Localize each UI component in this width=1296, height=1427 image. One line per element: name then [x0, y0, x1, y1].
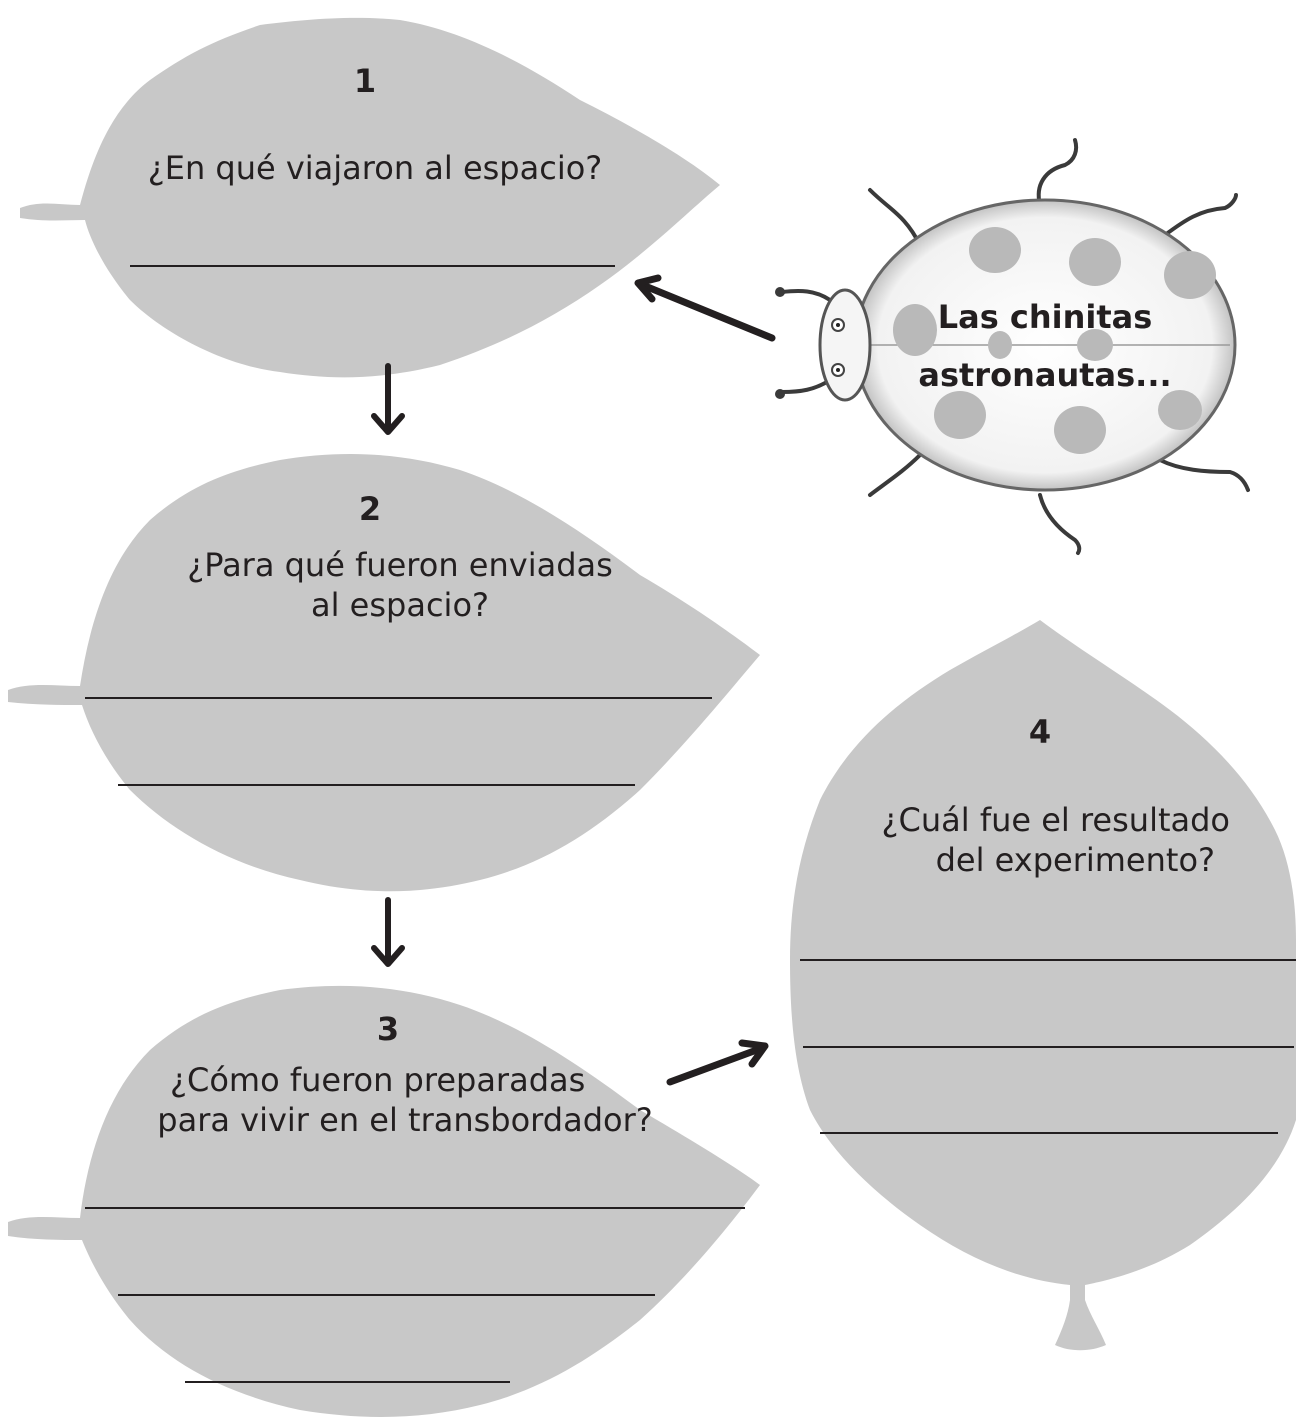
leaf-3-question-line-2: para vivir en el transbordador?: [157, 1101, 653, 1139]
leaf-2-question-line-1: ¿Para qué fueron enviadas: [187, 546, 613, 584]
leaf-1-question: ¿En qué viajaron al espacio?: [130, 148, 620, 188]
leaf-2-number: 2: [358, 490, 382, 528]
leaf-3-question-line-1: ¿Cómo fueron preparadas: [170, 1061, 586, 1099]
leaf-2-question: ¿Para qué fueron enviadas al espacio?: [150, 545, 650, 625]
leaf-4-question: ¿Cuál fue el resultado del experimento?: [870, 800, 1230, 880]
leaf-1: [20, 17, 720, 378]
leaf-1-question-line-1: ¿En qué viajaron al espacio?: [147, 149, 603, 187]
leaf-1-number: 1: [353, 62, 377, 100]
leaf-4-question-line-2: del experimento?: [935, 841, 1215, 879]
ladybug-icon: [775, 138, 1250, 555]
title-line-1: Las chinitas: [937, 298, 1153, 336]
leaf-2-question-line-2: al espacio?: [311, 586, 489, 624]
title-line-2: astronautas...: [918, 356, 1172, 394]
leaf-2: [8, 454, 760, 892]
leaf-3: [8, 985, 760, 1417]
title: Las chinitas astronautas...: [900, 288, 1190, 404]
leaf-3-number: 3: [376, 1010, 400, 1048]
arrow-leaf3-to-leaf4: [666, 1039, 769, 1086]
leaf-4-number: 4: [1028, 713, 1052, 751]
leaf-4: [790, 620, 1296, 1351]
arrow-leaf1-to-leaf2: [371, 363, 405, 435]
arrow-bug-to-leaf1: [634, 274, 776, 342]
arrow-leaf2-to-leaf3: [371, 897, 405, 967]
leaf-4-question-line-1: ¿Cuál fue el resultado: [881, 801, 1230, 839]
leaf-3-question: ¿Cómo fueron preparadas para vivir en el…: [140, 1060, 670, 1140]
